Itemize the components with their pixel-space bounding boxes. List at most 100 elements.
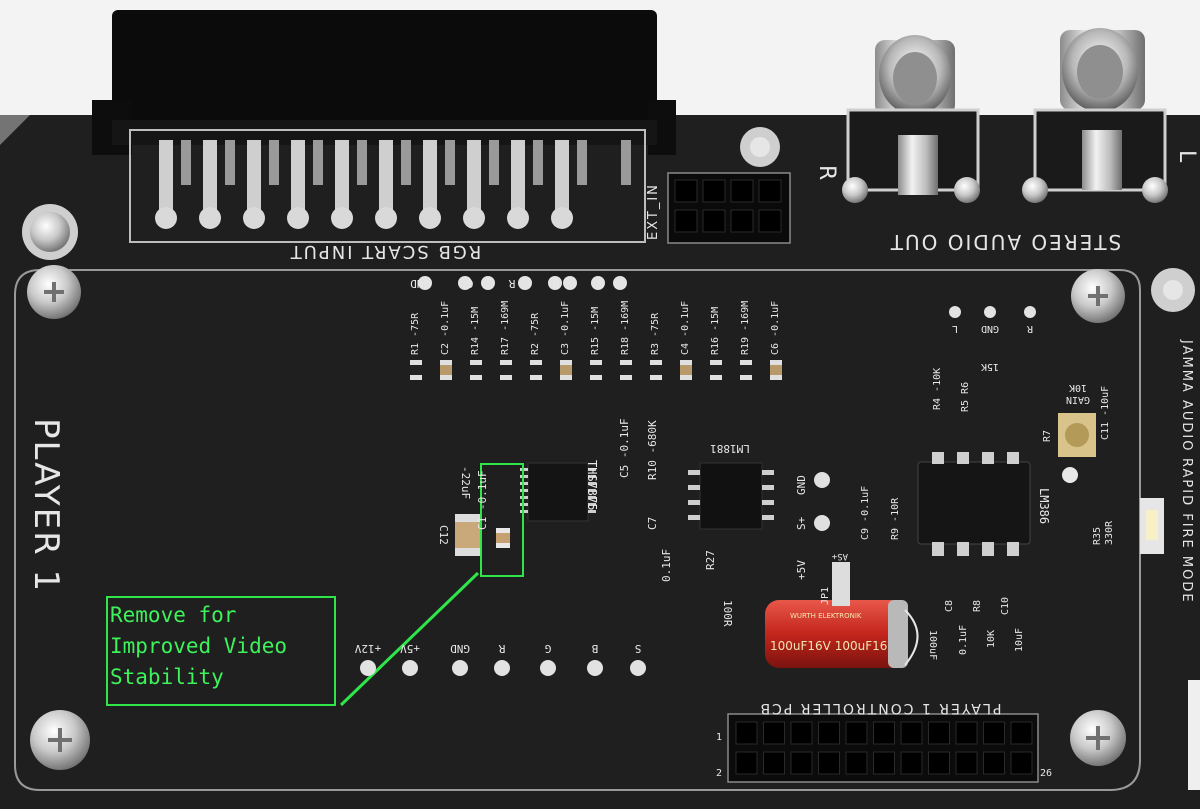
component-label: C2 -0.1uF: [440, 301, 451, 355]
r9-label: R9 -10R: [890, 497, 901, 540]
gnd-pad-label: GND: [795, 475, 808, 495]
smd-body: [500, 365, 512, 375]
annotation-leader-line: [339, 571, 480, 707]
scart-pin-pad: [507, 207, 529, 229]
scart-pin-pad: [331, 207, 353, 229]
scart-pin: [423, 140, 437, 210]
header-socket: [702, 179, 726, 203]
test-pad: [418, 276, 432, 290]
as-plus-label: AS+: [831, 551, 848, 561]
component-label: C6 -0.1uF: [770, 301, 781, 355]
component-label: R16 -15M: [710, 307, 721, 355]
header-socket: [735, 751, 758, 775]
ic-pin: [588, 475, 596, 478]
ic-pin: [762, 515, 774, 520]
ic-pin: [588, 489, 596, 492]
scart-pin-rear: [577, 140, 587, 185]
r7-label: R7: [1042, 430, 1053, 442]
header-socket: [928, 721, 950, 745]
r27-label: R27: [704, 550, 717, 570]
cap-brand-text: WURTH ELEKTRONIK: [790, 612, 862, 620]
smd-body: [680, 365, 692, 375]
header-socket: [730, 209, 754, 233]
scart-pin-pad: [155, 207, 177, 229]
player-1-label: PLAYER 1: [26, 418, 66, 593]
header-socket: [730, 179, 754, 203]
component-label: R3 -75R: [650, 312, 661, 355]
header-pin-26: 26: [1040, 768, 1052, 779]
scart-pins: [155, 140, 631, 229]
scart-pin-rear: [313, 140, 323, 185]
header-socket: [818, 751, 840, 775]
scart-pin: [511, 140, 525, 210]
audio-l-label: L: [1174, 150, 1199, 164]
component-label: R19 -169M: [740, 301, 751, 355]
header-socket: [928, 751, 950, 775]
test-pad: [458, 276, 472, 290]
component-label: R17 -169M: [500, 301, 511, 355]
c12-value: -22uF: [459, 466, 472, 499]
scart-pin: [467, 140, 481, 210]
header-pin-2: 2: [716, 768, 722, 779]
component-label: R18 -169M: [620, 301, 631, 355]
annotation-line-2: Improved Video: [110, 634, 288, 658]
r8-value: 10K: [986, 630, 997, 648]
15k-label: 15K: [981, 361, 999, 372]
header-socket: [983, 721, 1005, 745]
lm1881-chip: [688, 462, 774, 530]
ic-pin: [688, 515, 700, 520]
rca-jack-right: [1022, 28, 1168, 203]
rca-jack-left: [842, 35, 980, 203]
scart-pin: [335, 140, 349, 210]
header-socket: [983, 751, 1005, 775]
smd-body: [710, 365, 722, 375]
test-pad: [402, 660, 418, 676]
test-pad: [481, 276, 495, 290]
ic-pin: [688, 500, 700, 505]
scart-pin-pad: [375, 207, 397, 229]
c11-label: C11 -10uF: [1100, 386, 1111, 440]
smd-body: [650, 365, 662, 375]
c8-value: 0.1uF: [958, 625, 969, 655]
gain-label: GAIN: [1066, 394, 1090, 405]
plus5v-label: +5V: [795, 560, 808, 580]
c12-label: C12: [437, 525, 450, 545]
c8-label: C8: [944, 600, 955, 612]
r8-label: R8: [972, 600, 983, 612]
test-pad: [949, 306, 961, 318]
scart-pad-label: S: [597, 277, 604, 290]
scart-pin-rear: [269, 140, 279, 185]
scart-pad-label: G: [467, 277, 474, 290]
component-label: R2 -75R: [530, 312, 541, 355]
pad-label: R: [1026, 323, 1033, 334]
c100-label: 100uF: [927, 630, 938, 660]
c7-value: 0.1uF: [660, 549, 673, 582]
header-socket: [845, 751, 868, 775]
scart-pin-pad: [199, 207, 221, 229]
smd-body: [740, 365, 752, 375]
electrolytic-capacitor: [765, 600, 919, 668]
ic-pin: [588, 496, 596, 499]
scart-pin-rear: [445, 140, 455, 185]
test-pad: [613, 276, 627, 290]
jamma-audio-label: JAMMA AUDIO: [1179, 339, 1194, 452]
header-socket: [955, 721, 978, 745]
c5-label: C5 -0.1uF: [618, 418, 631, 478]
header-socket: [674, 179, 698, 203]
highlight-box: [480, 463, 524, 577]
c10-label: C10: [1000, 597, 1011, 615]
scart-pin: [247, 140, 261, 210]
test-pad: [540, 660, 556, 676]
annotation-callout: Remove for Improved Video Stability: [106, 596, 336, 706]
r4-label: R4 -10K: [932, 368, 943, 410]
header-socket: [702, 209, 726, 233]
scart-pin-rear: [181, 140, 191, 185]
smd-body: [770, 365, 782, 375]
screw-icon: [22, 204, 1195, 770]
smd-body: [620, 365, 632, 375]
ic-pin: [982, 452, 994, 464]
smd-body: [560, 365, 572, 375]
component-label: R1 -75R: [410, 312, 421, 355]
pad-label: GND: [450, 642, 470, 655]
